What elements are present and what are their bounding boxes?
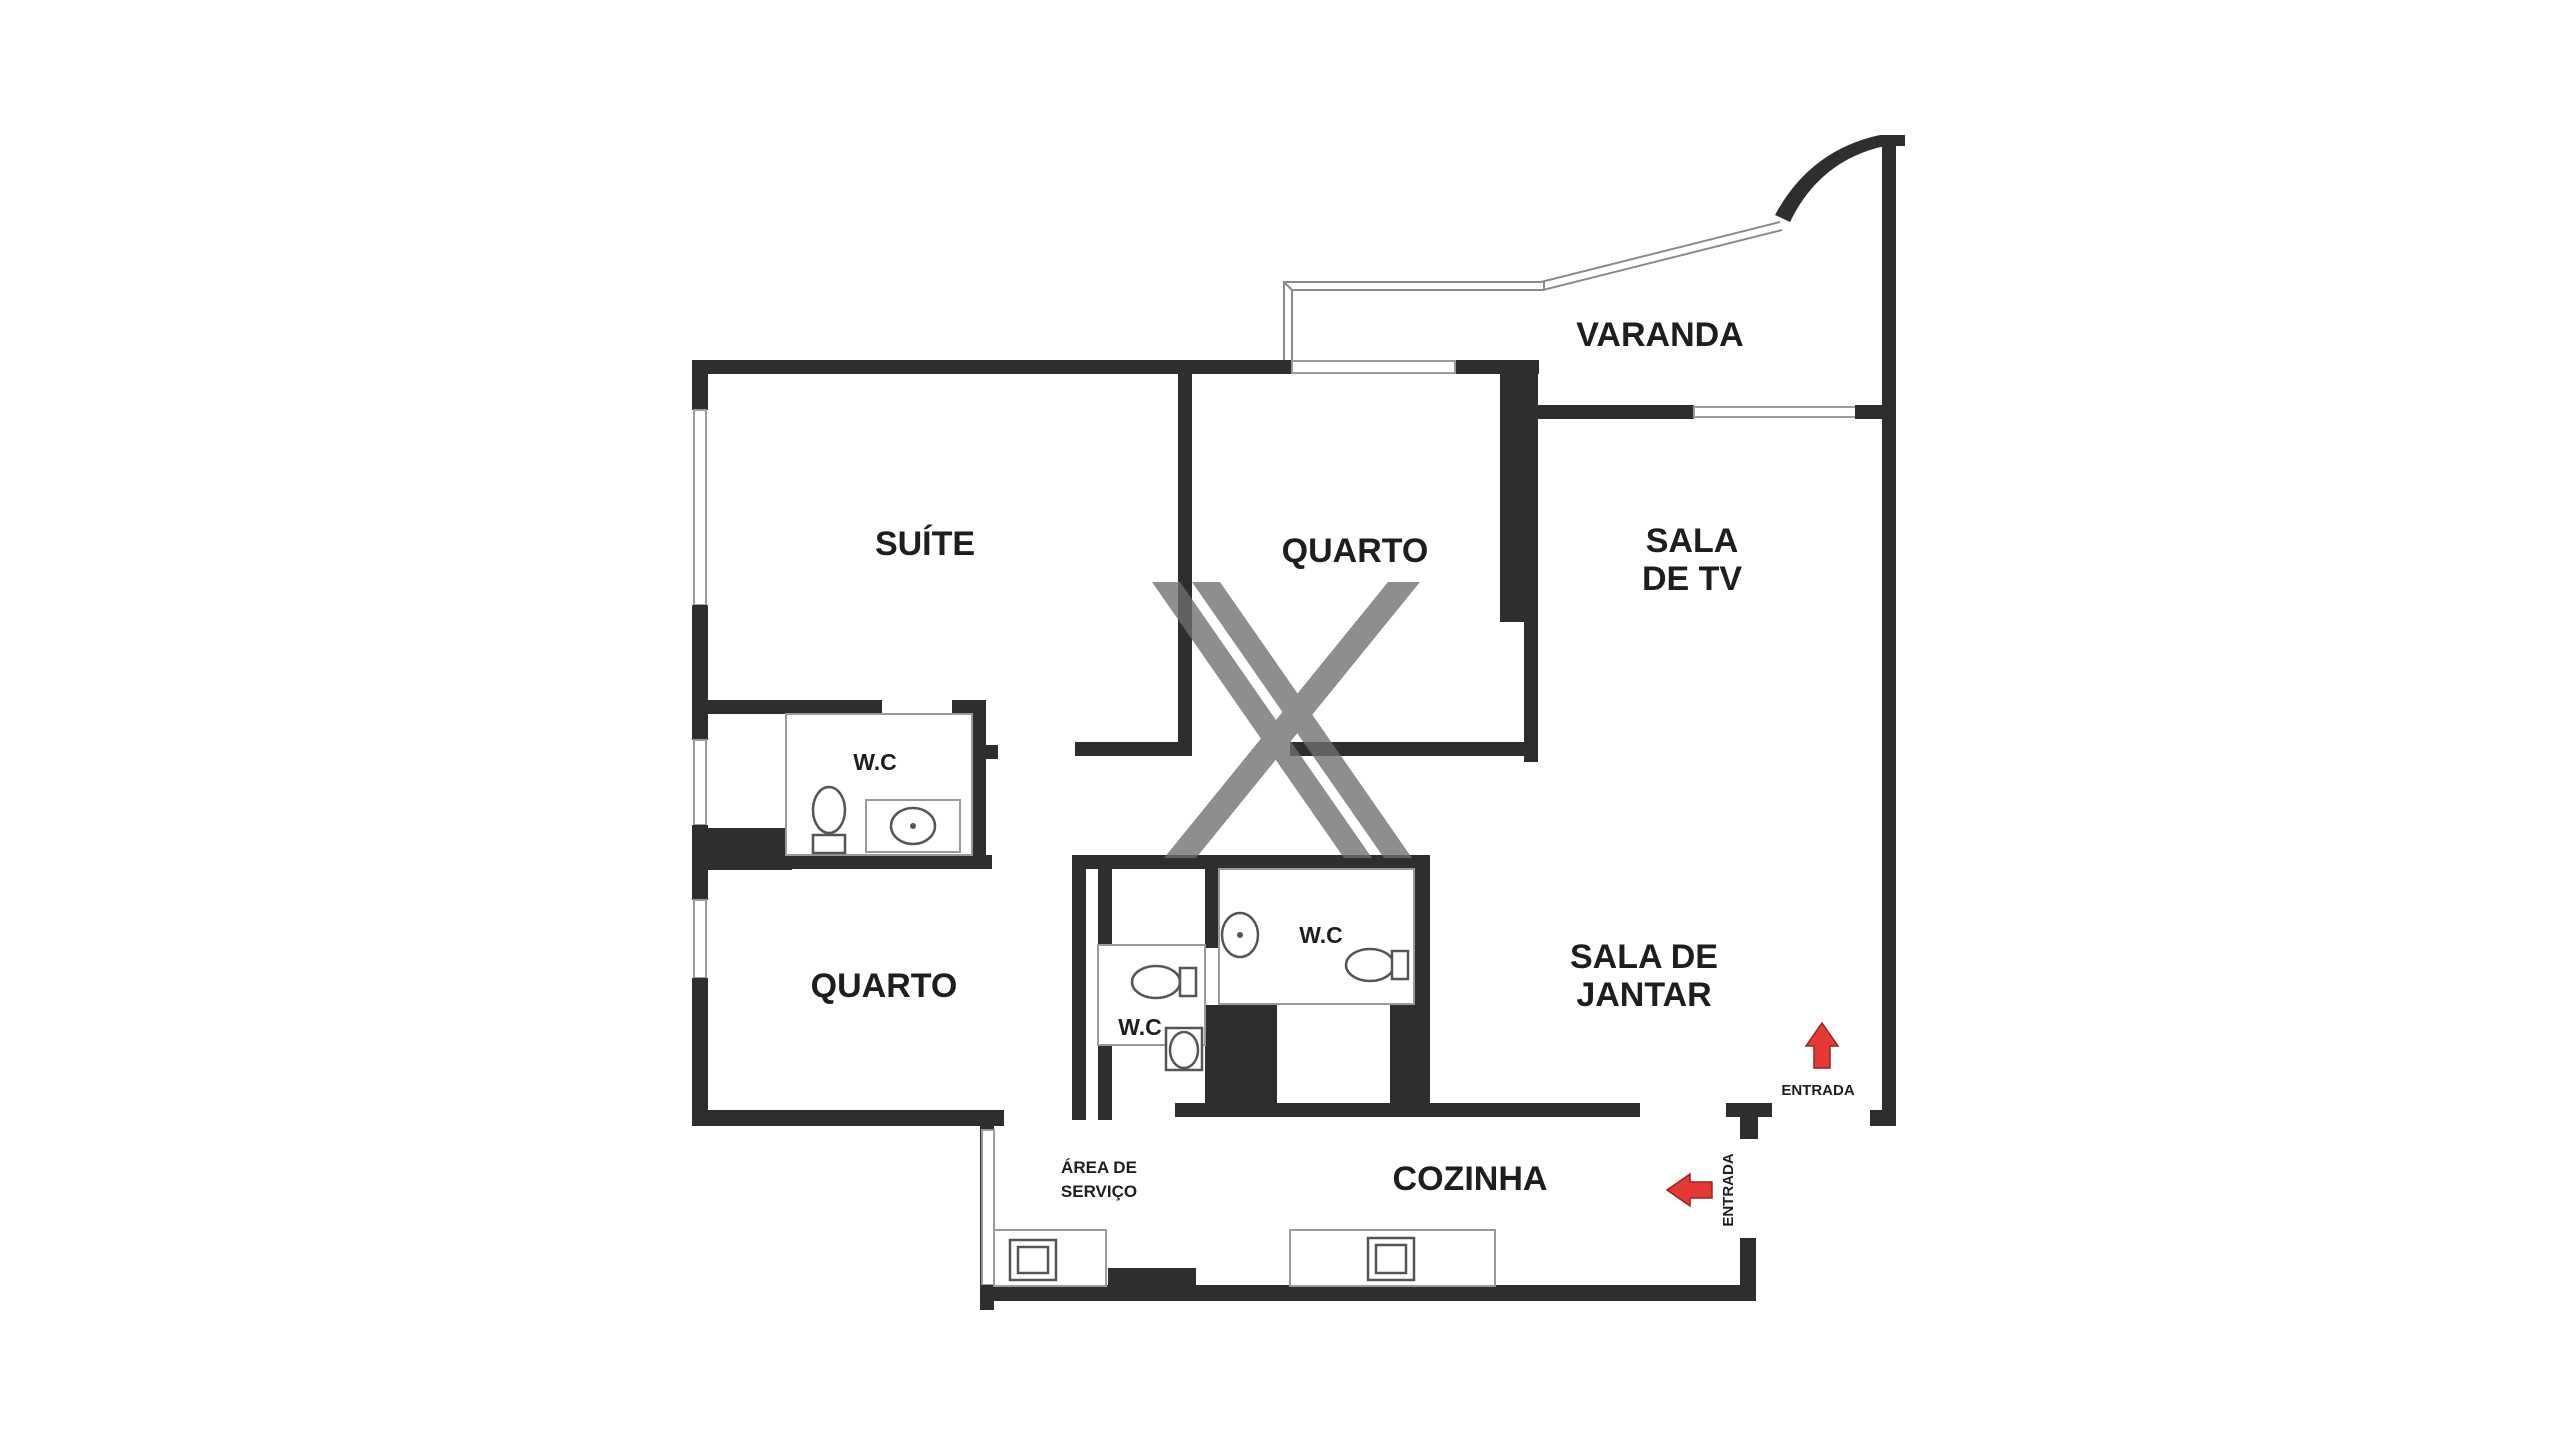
walls [692, 135, 1896, 1310]
entrance-arrow-left-icon [1665, 1172, 1713, 1208]
varanda-outline [1283, 221, 1783, 362]
room-label-quarto-top: QUARTO [1282, 532, 1429, 570]
room-label-area-servico-1: ÁREA DE [1061, 1158, 1137, 1177]
room-label-area-servico-2: SERVIÇO [1061, 1182, 1137, 1201]
entrance-label-right: ENTRADA [1781, 1082, 1854, 1099]
watermark-logo [1152, 582, 1420, 858]
room-label-varanda: VARANDA [1576, 316, 1743, 354]
room-label-quarto-bottom: QUARTO [811, 967, 958, 1005]
fixtures [785, 713, 1496, 1287]
room-label-wc-suite: W.C [853, 749, 896, 775]
room-label-sala-jantar-1: SALA DE [1570, 938, 1718, 976]
entrance-label-bottom: ENTRADA [1720, 1153, 1737, 1226]
room-label-wc-center: W.C [1299, 922, 1342, 948]
room-label-suite: SUÍTE [875, 525, 975, 563]
room-label-cozinha: COZINHA [1393, 1160, 1548, 1198]
room-label-wc-left: W.C [1118, 1014, 1161, 1040]
entrance-arrow-up-icon [1804, 1021, 1840, 1069]
room-label-sala-jantar-2: JANTAR [1576, 976, 1711, 1014]
room-label-sala-tv-2: DE TV [1642, 560, 1742, 598]
room-label-sala-tv-1: SALA [1646, 522, 1739, 560]
